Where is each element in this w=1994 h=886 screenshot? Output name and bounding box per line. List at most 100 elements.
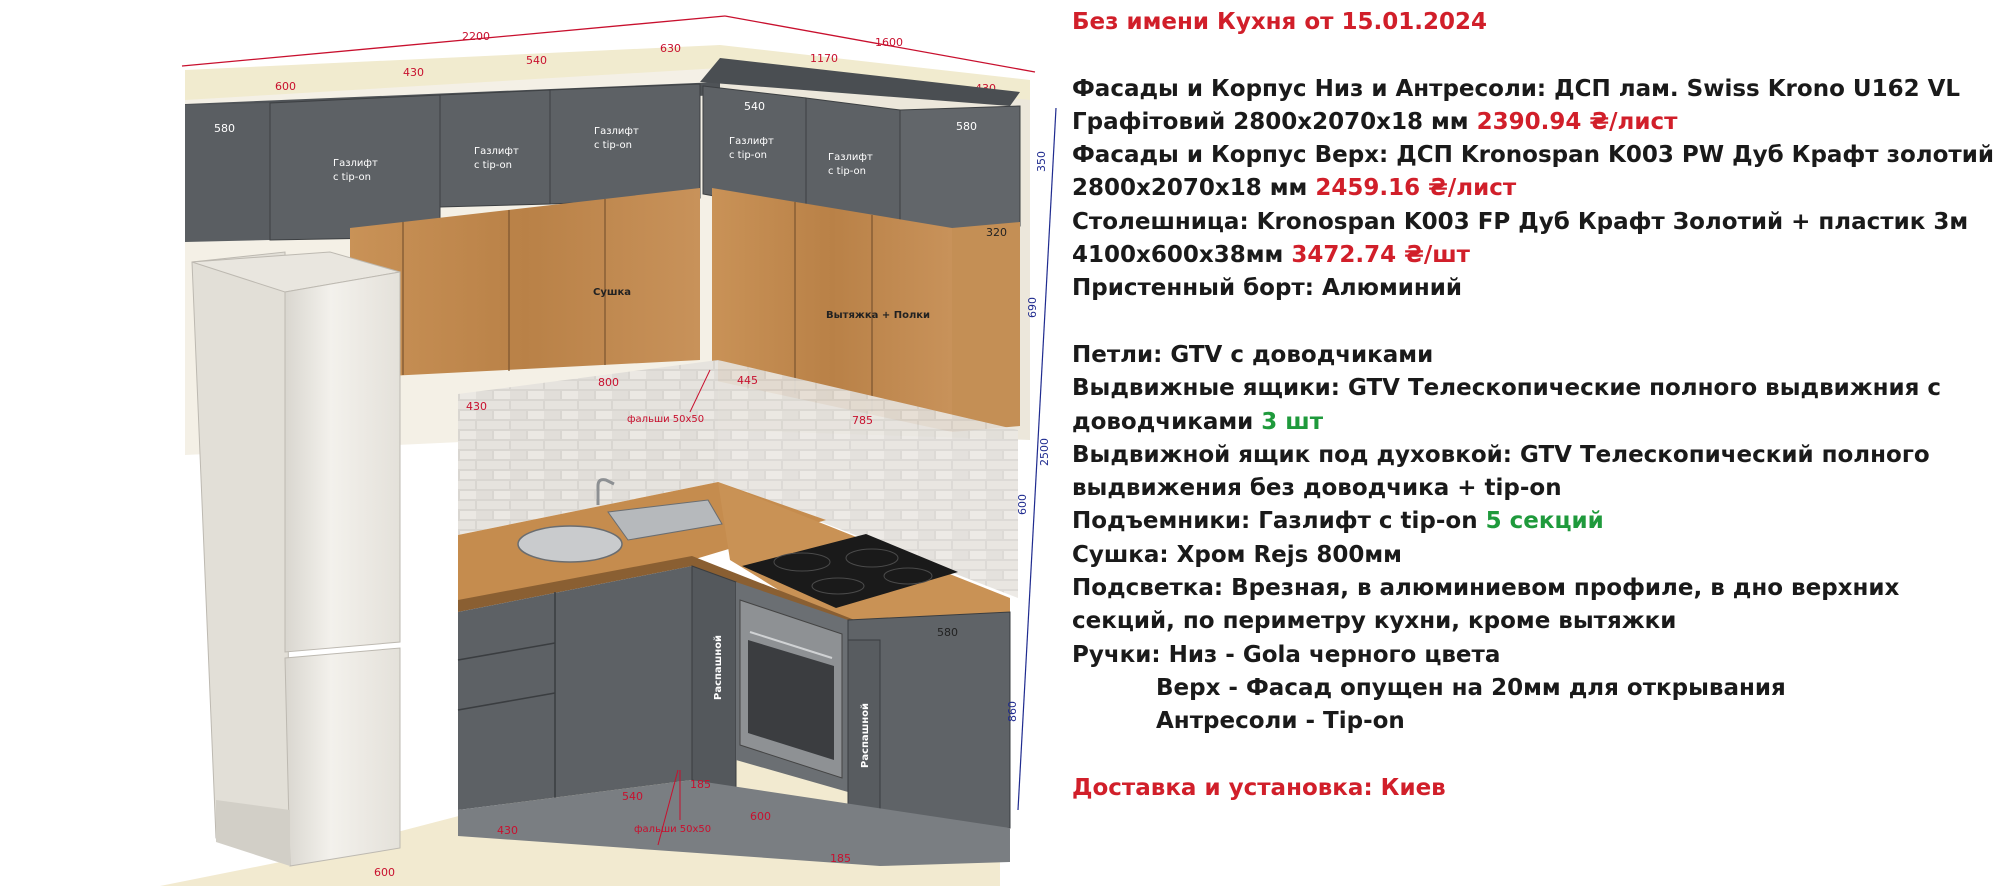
upper-w800: 800 — [598, 376, 619, 389]
hob-zone-2 — [845, 548, 899, 568]
gaslift-3-line1: Газлифт — [594, 126, 639, 137]
spec-hinges: Петли: GTV с доводчиками — [1072, 341, 1434, 368]
dim-430-top: 430 — [403, 66, 424, 79]
spec-dryer: Сушка: Хром Rejs 800мм — [1072, 541, 1402, 568]
gaslift-4-line1: Газлифт — [729, 136, 774, 147]
hob-zone-3 — [811, 577, 865, 595]
spec-delivery: Доставка и установка: Киев — [1072, 774, 1446, 801]
false-panel-bottom: фальши 50x50 — [634, 824, 711, 835]
base-w185: 185 — [690, 778, 711, 791]
mezz-depth-left: 580 — [214, 122, 235, 135]
spec-oven-drawer: Выдвижной ящик под духовкой: GTV Телеско… — [1072, 441, 1930, 468]
dim-total-right: 1600 — [875, 36, 903, 49]
spec-worktop-cont: 4100x600x38мм 3472.74 ₴/шт — [1072, 239, 1902, 272]
false-panel-top: фальши 50x50 — [627, 414, 704, 425]
backsplash-right — [718, 360, 1018, 598]
spec-drawers-qty: 3 шт — [1261, 408, 1324, 435]
dim-540-top: 540 — [526, 54, 547, 67]
gaslift-5-line1: Газлифт — [828, 152, 873, 163]
mezz-depth-mid: 540 — [744, 100, 765, 113]
spec-lifts-label: Подъемники: Газлифт с tip-on — [1072, 508, 1478, 535]
dim-630-top: 630 — [660, 42, 681, 55]
mezzanine-front-1 — [185, 103, 270, 242]
base-w430: 430 — [497, 824, 518, 837]
hob-zone-1 — [773, 552, 831, 572]
base-w600b: 600 — [374, 866, 395, 879]
kitchen-3d-drawing: 2200 1600 600 430 540 630 1170 430 580 5… — [160, 15, 1057, 886]
spec-border: Пристенный борт: Алюминий — [1072, 275, 1463, 302]
gaslift-1-line1: Газлифт — [333, 158, 378, 169]
sink-bowl — [517, 525, 623, 563]
upper-w445: 445 — [737, 374, 758, 387]
gaslift-4-line2: с tip-on — [729, 150, 767, 161]
swing-door-left: Распашной — [713, 635, 724, 700]
height-690: 690 — [1026, 297, 1039, 318]
spec-facade-low: Фасады и Корпус Низ и Антресоли: ДСП лам… — [1072, 73, 1960, 106]
height-600: 600 — [1016, 494, 1029, 515]
kitchen-spec: Без имени Кухня от 15.01.2024 Фасады и К… — [1072, 6, 1994, 805]
backsplash-left — [458, 360, 718, 535]
hob-zone-4 — [883, 567, 933, 585]
spec-facade-low-label: Фасады и Корпус Низ и Антресоли: ДСП лам… — [1072, 75, 1961, 102]
spec-handles-top: Верх - Фасад опущен на 20мм для открыван… — [1156, 674, 1786, 701]
dim-1170-top: 1170 — [810, 52, 838, 65]
gaslift-2-line2: с tip-on — [474, 160, 512, 171]
mezzanine-corner-top — [700, 58, 1020, 106]
spec-facade-top: Фасады и Корпус Верх: ДСП Kronospan K003… — [1072, 139, 1994, 172]
upper-w785: 785 — [852, 414, 873, 427]
spec-facade-top-label: Фасады и Корпус Верх: ДСП Kronospan K003… — [1072, 142, 1994, 169]
fridge-base — [216, 800, 290, 866]
spec-worktop-label: Столешница: Kronospan K003 FP Дуб Крафт … — [1072, 208, 1969, 235]
base-cabinet-left — [458, 566, 692, 810]
upper-cabinet-right — [712, 188, 952, 432]
gaslift-5-line2: с tip-on — [828, 166, 866, 177]
dim-total-left: 2200 — [462, 30, 490, 43]
height-2500: 2500 — [1038, 438, 1051, 466]
worktop-edge — [458, 556, 692, 612]
upper-cabinet-side — [952, 222, 1020, 432]
spec-lighting-cont: секций, по периметру кухни, кроме вытяжк… — [1072, 608, 1677, 635]
spec-facade-top-price: 2459.16 ₴/лист — [1315, 175, 1517, 202]
spec-drawers-cont-text: доводчиками — [1072, 408, 1254, 435]
base-w540: 540 — [622, 790, 643, 803]
hob — [742, 534, 958, 608]
fridge-door-bottom — [284, 647, 401, 867]
gaslift-1-line2: с tip-on — [333, 172, 371, 183]
spec-facade-low-cont: Графітовий 2800x2070x18 мм 2390.94 ₴/лис… — [1072, 106, 1902, 139]
dim-600-top: 600 — [275, 80, 296, 93]
dryer-label: Сушка — [593, 287, 631, 298]
spec-lighting: Подсветка: Врезная, в алюминиевом профил… — [1072, 575, 1900, 602]
spec-drawers: Выдвижные ящики: GTV Телескопические пол… — [1072, 372, 1941, 405]
faucet-icon — [596, 478, 615, 505]
fridge-door-top — [284, 271, 401, 653]
spec-lifts-qty: 5 секций — [1485, 508, 1604, 535]
spec-facade-low-size: Графітовий 2800x2070x18 мм — [1072, 108, 1469, 135]
base-depth-580: 580 — [937, 626, 958, 639]
ceiling-strip — [185, 45, 1030, 100]
mezz-depth-right: 580 — [956, 120, 977, 133]
oven-window — [748, 640, 834, 760]
fridge-side — [191, 251, 291, 861]
spec-drawers-label: Выдвижные ящики: GTV Телескопические пол… — [1072, 375, 1942, 402]
base-w600: 600 — [750, 810, 771, 823]
spec-handles-mezz: Антресоли - Tip-on — [1156, 708, 1405, 735]
hood-label: Вытяжка + Полки — [826, 310, 930, 321]
swing-door-right: Распашной — [860, 703, 871, 768]
spec-lifts: Подъемники: Газлифт с tip-on 5 секций — [1072, 505, 1902, 538]
base-w185b: 185 — [830, 852, 851, 865]
spec-worktop-size: 4100x600x38мм — [1072, 242, 1284, 269]
spec-worktop-price: 3472.74 ₴/шт — [1291, 242, 1471, 269]
spec-facade-top-cont: 2800x2070x18 мм 2459.16 ₴/лист — [1072, 172, 1902, 205]
height-860: 860 — [1006, 701, 1019, 722]
spec-title: Без имени Кухня от 15.01.2024 — [1072, 9, 1487, 35]
spec-facade-low-price: 2390.94 ₴/лист — [1476, 108, 1678, 135]
gaslift-3-line2: с tip-on — [594, 140, 632, 151]
gaslift-2-line1: Газлифт — [474, 146, 519, 157]
spec-drawers-cont: доводчиками 3 шт — [1072, 406, 1902, 439]
sink-drainer — [607, 499, 723, 541]
upper-depth-320: 320 — [986, 226, 1007, 239]
spec-facade-top-size: 2800x2070x18 мм — [1072, 175, 1308, 202]
spec-oven-drawer-cont: выдвижения без доводчика + tip-on — [1072, 475, 1562, 502]
spec-worktop: Столешница: Kronospan K003 FP Дуб Крафт … — [1072, 206, 1968, 239]
upper-w430: 430 — [466, 400, 487, 413]
